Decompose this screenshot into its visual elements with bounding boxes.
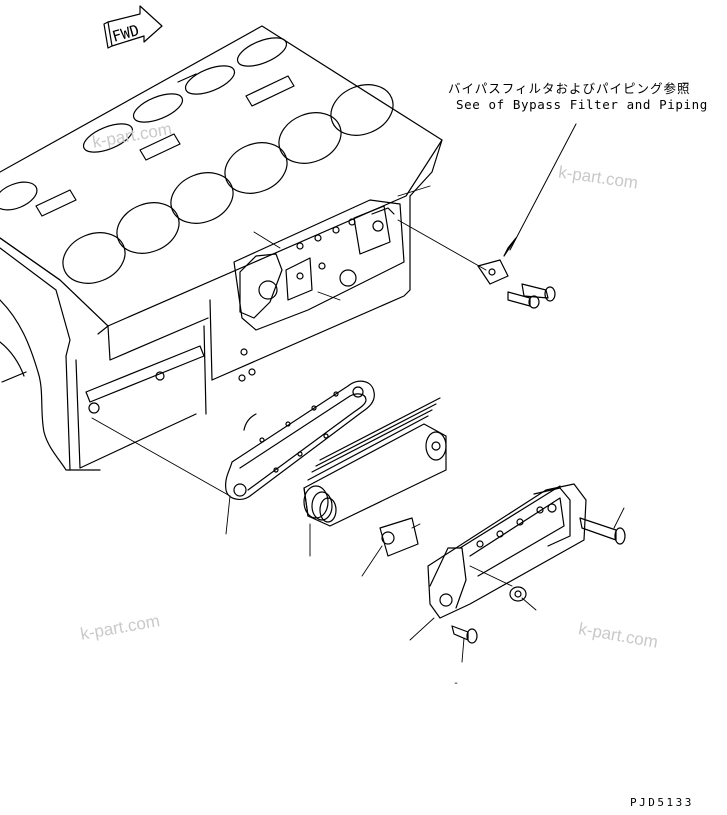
fwd-label: FWD bbox=[110, 21, 141, 46]
reference-arrow bbox=[503, 123, 577, 257]
bolt bbox=[451, 625, 478, 644]
oil-cooler-element bbox=[303, 397, 447, 527]
engine-block bbox=[0, 25, 443, 471]
drawing-number: PJD5133 bbox=[630, 796, 694, 809]
bolt bbox=[521, 283, 556, 302]
fwd-arrow-icon: FWD bbox=[103, 5, 163, 49]
small-mark: - bbox=[453, 678, 460, 689]
leader-lines bbox=[91, 185, 625, 663]
reference-note-english: See of Bypass Filter and Piping bbox=[456, 97, 708, 112]
nut bbox=[509, 586, 527, 602]
bolt bbox=[579, 517, 626, 545]
flange-plate bbox=[477, 259, 509, 285]
reference-note-japanese: バイパスフィルタおよびパイピング参照 bbox=[448, 81, 691, 96]
oil-cooler-cover bbox=[427, 483, 587, 619]
bolt bbox=[507, 291, 540, 309]
cylinder-bores bbox=[0, 37, 394, 284]
gasket bbox=[225, 380, 375, 500]
small-gasket bbox=[379, 517, 419, 557]
